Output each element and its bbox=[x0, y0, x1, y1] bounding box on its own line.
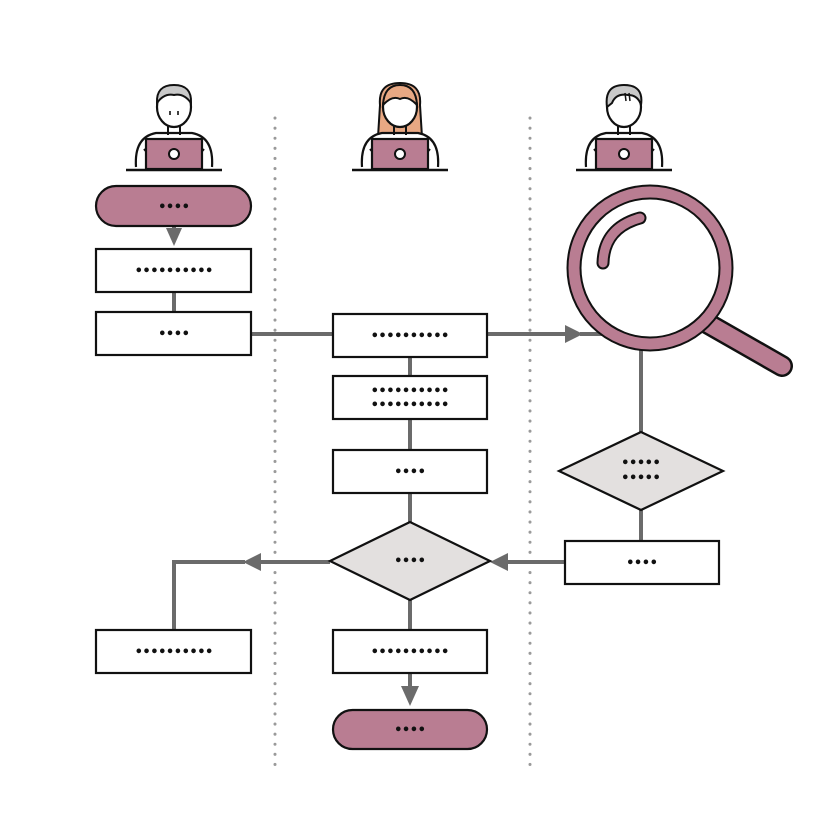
lane2-step2-box bbox=[331, 374, 489, 421]
arrow-down-icon bbox=[401, 686, 419, 706]
end-terminal bbox=[331, 708, 489, 751]
lane1-result-box bbox=[94, 628, 253, 675]
lane2-step4-label: •••••••••• bbox=[371, 645, 449, 660]
lane1-step1-box bbox=[94, 247, 253, 294]
start-label: •••• bbox=[158, 200, 189, 215]
lane3-decision-label-line2: ••••• bbox=[621, 471, 660, 486]
person-laptop-icon bbox=[350, 81, 450, 172]
magnifying-glass-icon bbox=[566, 184, 793, 377]
lane3-step1-label: •••• bbox=[626, 556, 657, 571]
end-label: •••• bbox=[394, 723, 425, 738]
lane2-step3-label: •••• bbox=[394, 465, 425, 480]
arrow-down-icon bbox=[166, 228, 182, 246]
lane2-step2-label-line2: •••••••••• bbox=[371, 398, 449, 413]
lane2-step2-label-line1: •••••••••• bbox=[371, 384, 449, 399]
lane2-step3-box bbox=[331, 448, 489, 495]
lane2-decision-diamond bbox=[327, 520, 493, 602]
lane2-step1-box bbox=[331, 312, 489, 359]
lane1-result-label: •••••••••• bbox=[135, 645, 213, 660]
arrow-left-icon bbox=[243, 553, 261, 571]
start-terminal bbox=[94, 184, 253, 228]
lane3-decision-label-line1: ••••• bbox=[621, 456, 660, 471]
arrow-left-icon bbox=[490, 553, 508, 571]
lane3-decision-diamond bbox=[556, 430, 726, 512]
lane1-step1-label: •••••••••• bbox=[135, 264, 213, 279]
lane1-step2-box bbox=[94, 310, 253, 357]
lane3-step1-box bbox=[563, 539, 721, 586]
arrow-right-icon bbox=[565, 325, 583, 343]
lane2-decision-label: •••• bbox=[394, 554, 425, 569]
lane1-step2-label: •••• bbox=[158, 327, 189, 342]
person-laptop-icon bbox=[574, 83, 674, 172]
lane2-step4-box bbox=[331, 628, 489, 675]
lane2-step1-label: •••••••••• bbox=[371, 329, 449, 344]
person-laptop-icon bbox=[124, 83, 224, 172]
arrow-heads bbox=[166, 228, 583, 706]
